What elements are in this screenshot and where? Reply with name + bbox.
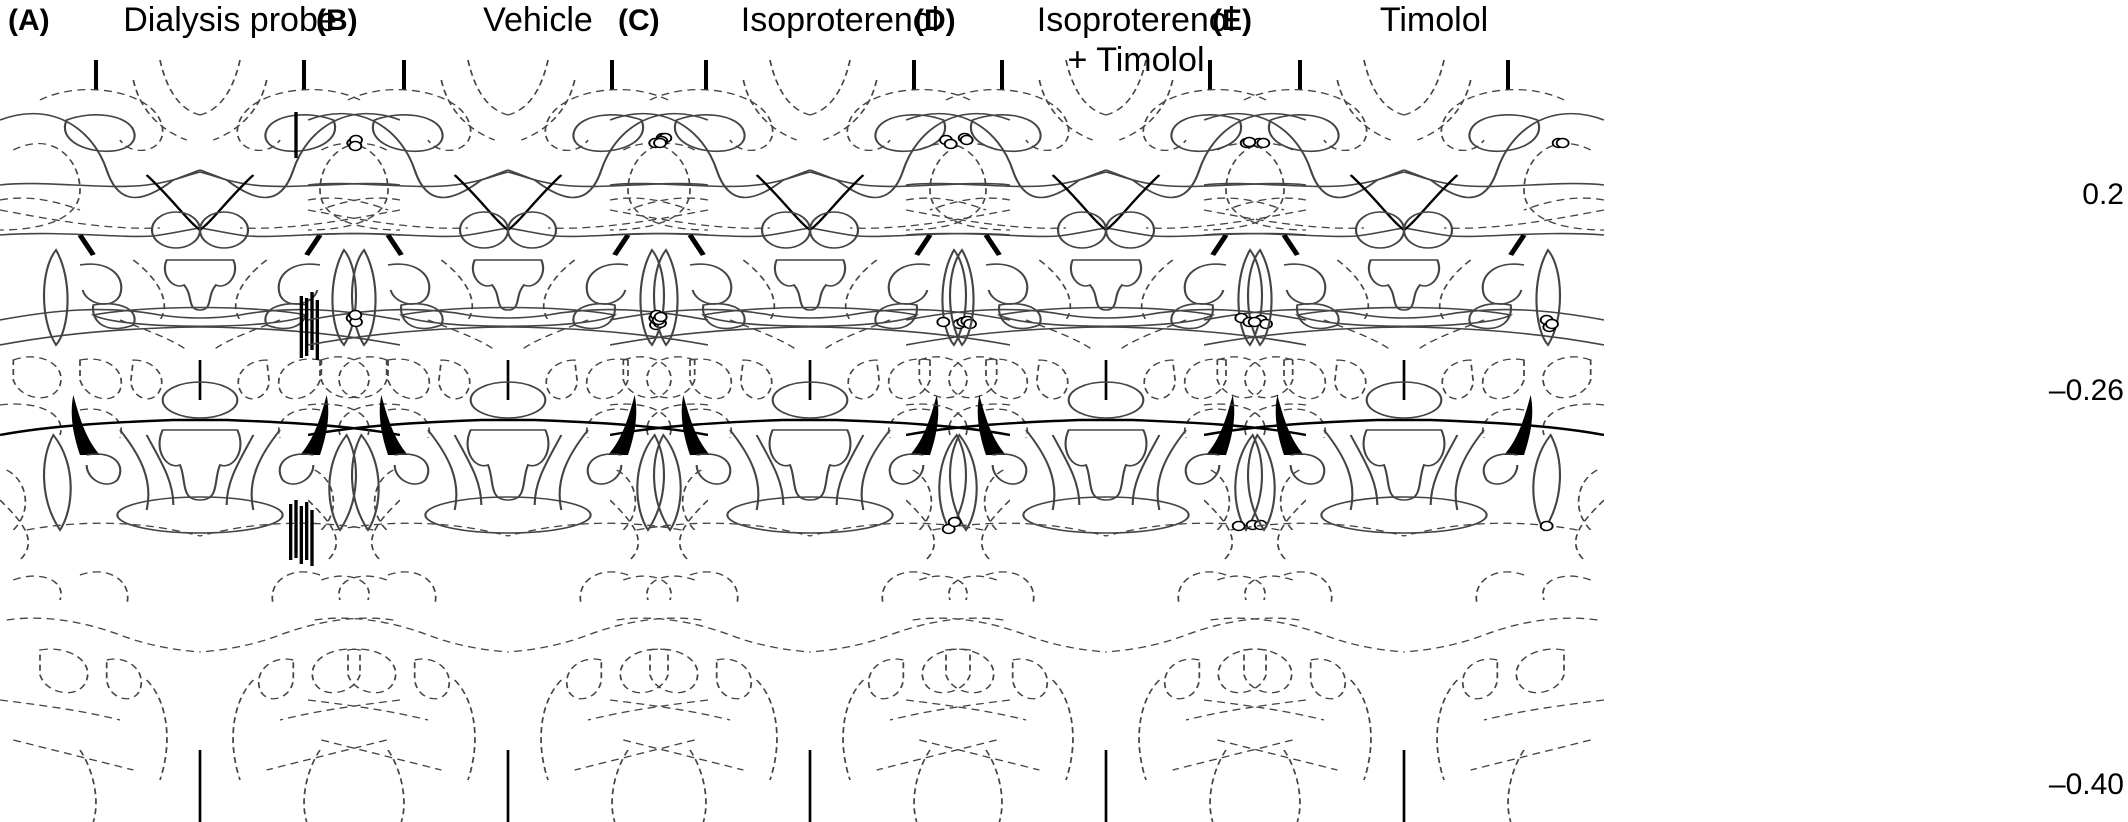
central-band [996, 306, 1216, 327]
panel-c-title-text: Isoproterenol [740, 1, 940, 39]
panel-a-section [0, 60, 400, 822]
central-notch [1051, 174, 1161, 232]
panel-d-letter: (D) [914, 4, 956, 37]
probe-site-top [1242, 136, 1257, 148]
probe-site-bottom [947, 516, 962, 528]
panel-e-section [1204, 60, 1604, 822]
central-oval [1067, 381, 1145, 419]
central-circle-right [1104, 211, 1156, 249]
central-lower-ventricle [158, 429, 242, 501]
panel-b: (B) Vehicle [308, 0, 708, 822]
section-outline [1204, 60, 1604, 822]
central-lower-ellipse [1320, 496, 1488, 534]
central-oval [161, 381, 239, 419]
central-lower-ellipse [424, 496, 592, 534]
panel-c-title: Isoproterenol [680, 0, 1000, 40]
panel-e-title: Timolol [1274, 0, 1594, 40]
probe-site-top [1256, 137, 1271, 149]
central-ventricle [773, 259, 847, 311]
central-notch [453, 174, 563, 232]
central-notch [755, 174, 865, 232]
scale-label-top: 0.2 [2082, 178, 2124, 211]
panel-a: (A) Dialysis probe [0, 0, 400, 822]
probe-site-bottom [1231, 520, 1246, 532]
central-ventricle [471, 259, 545, 311]
central-lower-ventricle [1362, 429, 1446, 501]
probe-site-top [348, 140, 363, 152]
central-notch [1349, 174, 1459, 232]
section-outline [610, 60, 1010, 822]
panel-e-title-text: Timolol [1379, 1, 1489, 39]
panel-b-title: Vehicle [378, 0, 698, 40]
panel-e: (E) Timolol [1204, 0, 1604, 822]
panel-d-title-line2: + Timolol [1067, 41, 1205, 79]
panel-a-letter: (A) [8, 4, 50, 37]
central-oval [771, 381, 849, 419]
probe-site-middle [653, 311, 668, 323]
central-circle-right [808, 211, 860, 249]
probe-site-middle [1247, 316, 1262, 328]
panel-d-title-text: Isoproterenol [1036, 1, 1236, 39]
central-lower-ellipse [726, 496, 894, 534]
probe-site-middle [936, 316, 951, 328]
central-circle-right [1402, 211, 1454, 249]
panel-e-letter: (E) [1212, 4, 1252, 37]
section-outline [906, 60, 1306, 822]
panel-b-letter: (B) [316, 4, 358, 37]
section-outline [0, 60, 400, 822]
probe-site-bottom [1539, 520, 1554, 532]
panel-d-title: Isoproterenol+ Timolol [976, 0, 1296, 80]
panel-a-title: Dialysis probe [70, 0, 390, 40]
panel-c: (C) Isoproterenol [610, 0, 1010, 822]
central-circle-right [198, 211, 250, 249]
panel-b-title-text: Vehicle [483, 1, 593, 39]
central-ventricle [1069, 259, 1143, 311]
central-lower-ellipse [116, 496, 284, 534]
central-oval [469, 381, 547, 419]
central-band [700, 306, 920, 327]
probe-site-top [1555, 137, 1570, 149]
central-ventricle [163, 259, 237, 311]
central-lower-ellipse [1022, 496, 1190, 534]
scale-label-middle: –0.26 [2048, 374, 2124, 407]
probe-site-middle [348, 309, 363, 321]
central-lower-ventricle [768, 429, 852, 501]
section-outline [308, 60, 708, 822]
scale-label-bottom: –0.40 [2048, 768, 2124, 801]
central-band [1294, 306, 1514, 327]
panel-a-title-text: Dialysis probe [123, 1, 337, 39]
probe-site-top [959, 134, 974, 146]
panel-b-section [308, 60, 708, 822]
probe-site-middle [1545, 318, 1559, 330]
probe-site-top [653, 137, 667, 149]
panel-c-letter: (C) [618, 4, 660, 37]
central-oval [1365, 381, 1443, 419]
central-ventricle [1367, 259, 1441, 311]
probe-site-top [943, 138, 958, 150]
central-notch [145, 174, 255, 232]
central-lower-ventricle [466, 429, 550, 501]
central-lower-ventricle [1064, 429, 1148, 501]
central-band [398, 306, 618, 327]
central-circle-right [506, 211, 558, 249]
panel-c-section [610, 60, 1010, 822]
